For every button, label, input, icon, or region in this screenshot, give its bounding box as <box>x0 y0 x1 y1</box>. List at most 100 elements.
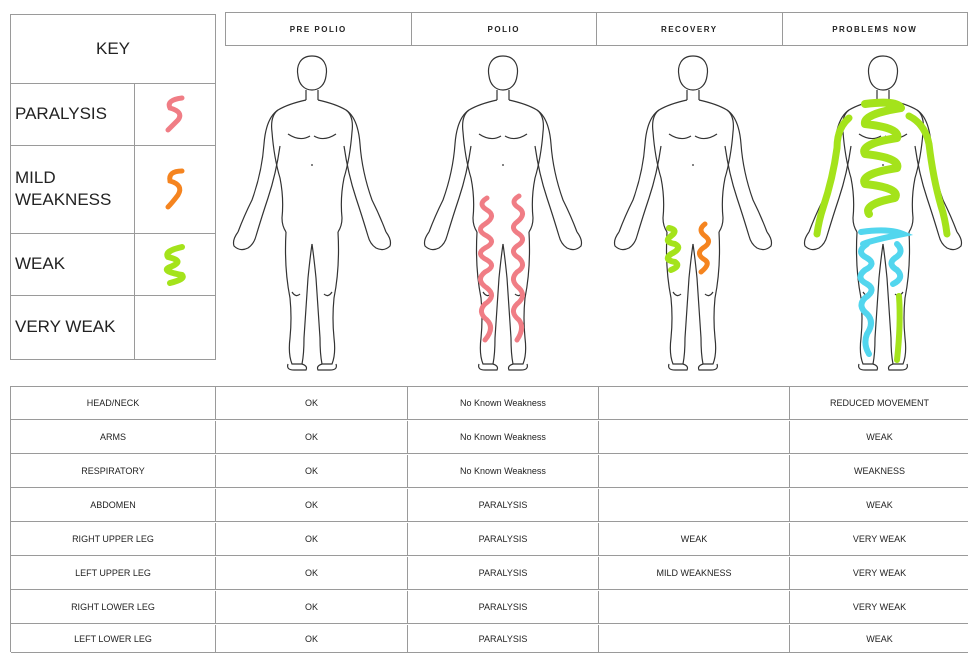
body-outline-left-leg <box>312 232 339 364</box>
body-outline-icon <box>603 48 783 378</box>
body-outline-right-arm <box>429 110 471 236</box>
body-outline-feet <box>288 364 337 370</box>
recovery-cell <box>599 421 790 454</box>
pre-polio-cell: OK <box>216 387 408 420</box>
key-row-weak: WEAK <box>11 233 215 296</box>
recovery-cell <box>599 489 790 522</box>
body-outline-left-leg <box>693 232 720 364</box>
stage-header-pre-polio: PRE POLIO <box>226 13 412 45</box>
body-outline-right-leg <box>286 232 313 364</box>
recovery-cell <box>599 625 790 653</box>
polio-cell: No Known Weakness <box>408 387 599 420</box>
weak-swatch-icon <box>135 233 215 295</box>
row-label: HEAD/NECK <box>11 387 216 420</box>
body-outline-right-arm <box>619 110 661 236</box>
pre-polio-cell: OK <box>216 489 408 522</box>
polio-cell: PARALYSIS <box>408 625 599 653</box>
body-outline-neck <box>497 90 509 100</box>
pre-polio-cell: OK <box>216 455 408 488</box>
pre-polio-cell: OK <box>216 421 408 454</box>
body-outline-chest <box>479 134 527 166</box>
recovery-cell <box>599 387 790 420</box>
problems-now-cell: WEAK <box>790 625 968 653</box>
stage-header-polio: POLIO <box>412 13 598 45</box>
key-label-weak: WEAK <box>11 233 135 295</box>
recovery-cell: MILD WEAKNESS <box>599 557 790 590</box>
polio-cell: PARALYSIS <box>408 523 599 556</box>
paralysis-left-leg-mark <box>513 196 522 340</box>
body-outline-head <box>869 56 898 90</box>
body-outline <box>234 56 391 370</box>
problems-now-cell: VERY WEAK <box>790 557 968 590</box>
body-outline-left-hand <box>749 232 772 250</box>
body-outline-feet <box>859 364 908 370</box>
problems-now-cell: REDUCED MOVEMENT <box>790 387 968 420</box>
body-outline-feet <box>479 364 528 370</box>
body-outline-neck <box>687 90 699 100</box>
body-outline-right-hand <box>234 232 257 250</box>
key-row-paralysis: PARALYSIS <box>11 83 215 146</box>
pre-polio-cell: OK <box>216 557 408 590</box>
body-outline <box>615 56 772 370</box>
weak-torso-mark <box>864 103 901 214</box>
pre-polio-cell: OK <box>216 591 408 624</box>
polio-cell: No Known Weakness <box>408 421 599 454</box>
problems-now-cell: WEAKNESS <box>790 455 968 488</box>
table-row: HEAD/NECK OK No Known Weakness REDUCED M… <box>11 387 968 421</box>
body-outline-right-hand <box>615 232 638 250</box>
key-label-very-weak: VERY WEAK <box>11 295 135 359</box>
body-outline-left-hand <box>559 232 582 250</box>
body-outline-head <box>489 56 518 90</box>
weak-left-arm-mark <box>909 116 947 234</box>
key-panel: KEY PARALYSIS MILD WEAKNESS WEAK VERY WE… <box>10 14 216 360</box>
paralysis-right-leg-mark <box>480 198 491 340</box>
body-outline-head <box>679 56 708 90</box>
body-outline-left-arm <box>344 110 386 236</box>
key-label-mild-weakness: MILD WEAKNESS <box>11 145 135 233</box>
body-outline-right-arm <box>238 110 280 236</box>
problems-now-cell: WEAK <box>790 489 968 522</box>
weak-right-upper-leg-mark <box>668 228 678 270</box>
table-row: RESPIRATORY OK No Known Weakness WEAKNES… <box>11 455 968 489</box>
key-label-paralysis: PARALYSIS <box>11 83 135 145</box>
body-outline-knees <box>673 292 713 296</box>
body-outline-left-arm <box>725 110 767 236</box>
recovery-cell <box>599 455 790 488</box>
stage-header-recovery: RECOVERY <box>597 13 783 45</box>
body-outline-knees <box>292 292 332 296</box>
body-figure-pre-polio <box>222 48 402 378</box>
body-outline-chest <box>669 134 717 166</box>
body-outline-chest <box>288 134 336 166</box>
weak-left-lower-leg-mark <box>897 296 900 360</box>
recovery-cell <box>599 591 790 624</box>
body-outline-icon <box>793 48 968 378</box>
very-weak-left-upper-leg-mark <box>891 244 900 284</box>
body-outline-head <box>298 56 327 90</box>
pre-polio-cell: OK <box>216 625 408 653</box>
mild-weakness-left-upper-leg-mark <box>699 224 708 272</box>
body-outline-icon <box>413 48 593 378</box>
table-row: ARMS OK No Known Weakness WEAK <box>11 421 968 455</box>
body-outline-left-arm <box>535 110 577 236</box>
body-outline-neck <box>877 90 889 100</box>
polio-cell: PARALYSIS <box>408 591 599 624</box>
row-label: ARMS <box>11 421 216 454</box>
body-outline-neck <box>306 90 318 100</box>
very-weak-right-leg-mark <box>860 244 871 354</box>
polio-cell: No Known Weakness <box>408 455 599 488</box>
body-outline <box>425 56 582 370</box>
table-row: LEFT UPPER LEG OK PARALYSIS MILD WEAKNES… <box>11 557 968 591</box>
body-outline-icon <box>222 48 402 378</box>
table-row: LEFT LOWER LEG OK PARALYSIS WEAK <box>11 625 968 653</box>
paralysis-swatch-icon <box>135 83 215 145</box>
very-weak-swatch <box>135 295 215 359</box>
problems-now-cell: VERY WEAK <box>790 523 968 556</box>
body-status-table: HEAD/NECK OK No Known Weakness REDUCED M… <box>10 386 968 652</box>
stage-header-problems-now: PROBLEMS NOW <box>783 13 968 45</box>
key-row-mild-weakness: MILD WEAKNESS <box>11 145 215 234</box>
polio-cell: PARALYSIS <box>408 489 599 522</box>
mild-weakness-swatch-icon <box>135 145 215 233</box>
table-row: ABDOMEN OK PARALYSIS WEAK <box>11 489 968 523</box>
problems-now-cell: WEAK <box>790 421 968 454</box>
body-figure-recovery <box>603 48 783 378</box>
